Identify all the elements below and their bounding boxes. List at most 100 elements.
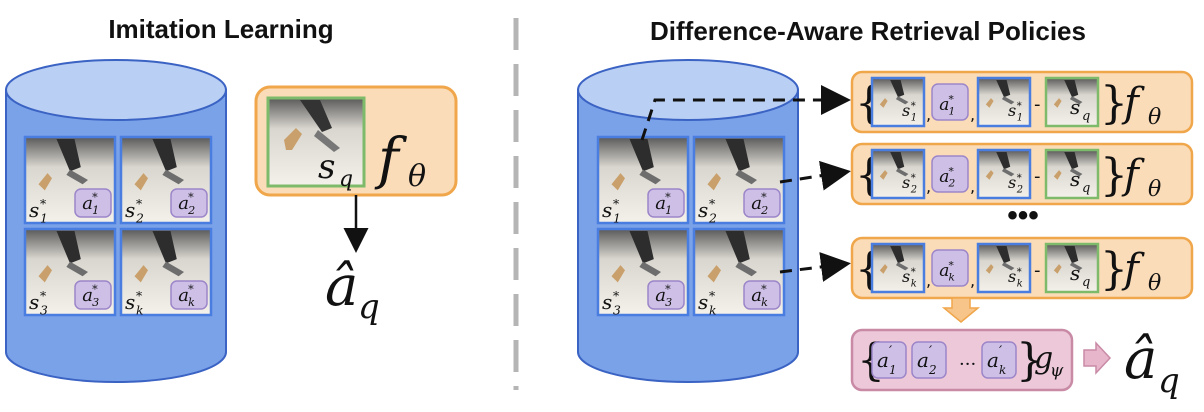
agg-brace-right: } — [1016, 335, 1044, 386]
demo-tile-action-sub: 2 — [760, 204, 768, 217]
row-diff-state-star: * — [1017, 101, 1022, 112]
demo-tile-action-sub: 1 — [665, 204, 672, 217]
demo-tile-state-label: s — [125, 198, 135, 222]
demo-tile-action-label: a — [655, 285, 666, 306]
aggregate-down-arrow — [941, 297, 981, 323]
row-action-label: a — [939, 167, 949, 187]
row-diff-state-star: * — [1017, 267, 1022, 278]
row-action-sub: 2 — [948, 178, 956, 190]
row-action-sub: k — [949, 272, 955, 284]
row-retrieved-state-label: s — [902, 267, 910, 286]
row-retrieved-state-star: * — [911, 267, 916, 278]
demo-tile-image — [692, 135, 786, 225]
demo-tile-state-star: * — [613, 196, 619, 211]
demo-tile-action-sub: 2 — [187, 204, 195, 217]
right-output-sub: q — [1158, 361, 1180, 401]
demo-tile-action-star: * — [761, 191, 767, 204]
agg-action-sub: 2 — [928, 363, 937, 377]
row-diff-state-sub: 1 — [1017, 112, 1023, 123]
demo-tile-state-sub: k — [136, 303, 144, 318]
row-diff-state-label: s — [1008, 267, 1016, 286]
row-retrieved-state — [870, 76, 926, 128]
policy-f-sub: θ — [408, 159, 426, 194]
row-retrieved-state-sub: k — [911, 278, 917, 289]
agg-dots: ··· — [959, 354, 976, 375]
demo-tile-action-sub: k — [761, 296, 768, 309]
demo-tile-action-label: a — [82, 285, 93, 306]
row-minus: - — [1034, 260, 1041, 281]
row-action-star: * — [949, 93, 955, 105]
agg-action-label: a — [987, 348, 999, 372]
demo-tile-action-sub: 1 — [92, 204, 99, 217]
agg-fn-sub: ψ — [1050, 361, 1064, 381]
demo-tile-state-label: s — [698, 290, 708, 314]
row-diff-state-sub: k — [1017, 278, 1023, 289]
demo-tile-state-label: s — [602, 198, 612, 222]
row-retrieved-state-diff — [976, 148, 1032, 200]
demo-tile-state-sub: 2 — [708, 211, 717, 226]
demo-tile-action-star: * — [92, 191, 98, 204]
demo-tile-action-label: a — [178, 285, 189, 306]
demo-tile-action-star: * — [665, 283, 671, 296]
demo-tile-state-star: * — [709, 288, 715, 303]
query-state: s — [318, 147, 335, 187]
rows-ellipsis: ••• — [1007, 199, 1039, 232]
retrieval-arrow-2 — [779, 160, 851, 191]
row-comma: , — [926, 105, 931, 124]
left-output-sub: q — [358, 287, 380, 327]
row-comma: , — [970, 105, 975, 124]
demo-tile-action-star: * — [761, 283, 767, 296]
row-brace-right: } — [1100, 150, 1128, 201]
demo-tile-state-sub: 3 — [613, 303, 621, 318]
demo-tile-state-star: * — [613, 288, 619, 303]
row-retrieved-state-star: * — [911, 173, 916, 184]
demo-tile-state-label: s — [29, 290, 39, 314]
output-arrow — [1083, 341, 1112, 375]
demo-tile-state-sub: 1 — [613, 211, 621, 226]
row-query-state-sub: q — [1082, 109, 1090, 124]
right-title: Difference-Aware Retrieval Policies — [650, 16, 1086, 46]
row-retrieved-state-star: * — [911, 101, 916, 112]
right-output: â — [1124, 327, 1157, 392]
row-comma: , — [970, 177, 975, 196]
agg-action-prime: ′ — [929, 344, 933, 360]
demo-tile-action-sub: k — [188, 296, 195, 309]
row-retrieved-state-label: s — [902, 173, 910, 192]
demo-tile-action-star: * — [665, 191, 671, 204]
row-diff-state-star: * — [1017, 173, 1022, 184]
demo-tile-state-star: * — [136, 288, 142, 303]
demo-tile-state-sub: k — [709, 303, 717, 318]
row-query-state — [1044, 148, 1100, 200]
query-state-sub: q — [339, 167, 353, 192]
row-minus: - — [1034, 94, 1041, 115]
row-action-star: * — [949, 259, 955, 271]
demo-tile-action-label: a — [751, 193, 762, 214]
left-policy-box: s q f θ — [254, 85, 458, 197]
demo-tile-state-star: * — [136, 196, 142, 211]
retrieval-arrow-1 — [640, 85, 851, 141]
query-image — [266, 96, 366, 188]
row-policy-f-sub: θ — [1148, 271, 1161, 296]
demo-tile-action-label: a — [751, 285, 762, 306]
demo-tile-action-label: a — [82, 193, 93, 214]
